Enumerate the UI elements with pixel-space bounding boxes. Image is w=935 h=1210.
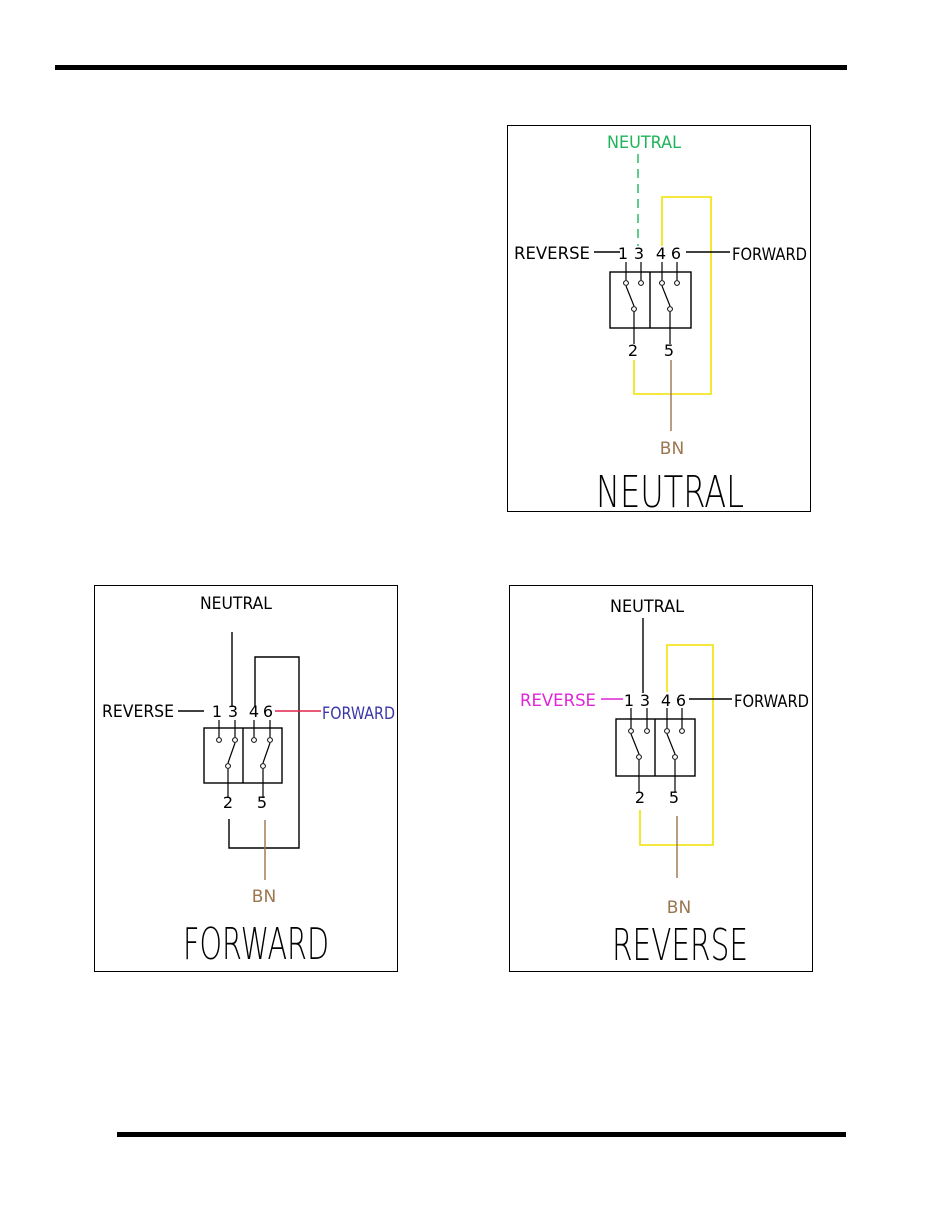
- terminal-2-label: 2: [635, 788, 645, 807]
- forward-label: FORWARD: [322, 704, 395, 724]
- terminal-2-label: 2: [628, 341, 638, 360]
- reverse-label: REVERSE: [520, 691, 596, 711]
- bn-label: BN: [667, 898, 691, 918]
- terminal-1-label: 1: [618, 244, 628, 263]
- neutral-left-blade: [625, 285, 635, 307]
- reverse-panel: NEUTRAL REVERSE FORWARD 1 3 4 6 2 5 BN R…: [509, 585, 813, 972]
- forward-label: FORWARD: [734, 692, 809, 712]
- panel-title: REVERSE: [612, 920, 748, 971]
- terminal-5-label: 5: [669, 788, 679, 807]
- panel-title: FORWARD: [183, 919, 329, 970]
- terminal-3-label: 3: [634, 244, 644, 263]
- forward-panel: NEUTRAL REVERSE FORWARD 1 3 4 6 2 5 BN F…: [94, 585, 398, 972]
- forward-right-blade: [262, 742, 271, 764]
- yellow-wire-top: [666, 644, 714, 846]
- terminal-3-label: 3: [228, 702, 238, 721]
- terminal-4-label: 4: [661, 691, 671, 710]
- terminal-3-label: 3: [640, 691, 650, 710]
- bn-label: BN: [660, 439, 684, 459]
- neutral-top-label: NEUTRAL: [610, 597, 684, 617]
- terminal-6-label: 6: [671, 244, 681, 263]
- reverse-left-blade: [630, 733, 640, 755]
- terminal-1-label: 1: [212, 702, 222, 721]
- panel-title: NEUTRAL: [596, 467, 744, 513]
- bottom-rule: [117, 1132, 846, 1137]
- forward-left-blade: [227, 742, 236, 764]
- neutral-switch-diagram: NEUTRAL REVERSE FORWARD 1 3 4 6 2 5 BN N…: [514, 133, 807, 513]
- yellow-wire-bottom: [639, 810, 677, 846]
- loop-wire: [228, 656, 300, 849]
- reverse-switch-diagram: NEUTRAL REVERSE FORWARD 1 3 4 6 2 5 BN R…: [520, 597, 809, 971]
- yellow-wire-top: [661, 196, 712, 395]
- neutral-right-blade: [661, 285, 671, 307]
- neutral-top-label: NEUTRAL: [200, 594, 272, 614]
- neutral-panel: NEUTRAL REVERSE FORWARD 1 3 4 6 2 5 BN N…: [507, 125, 811, 513]
- reverse-label: REVERSE: [514, 244, 590, 264]
- terminal-4-label: 4: [249, 702, 259, 721]
- reverse-label: REVERSE: [102, 702, 174, 722]
- terminal-1-label: 1: [624, 691, 634, 710]
- forward-label: FORWARD: [732, 245, 807, 265]
- terminal-2-label: 2: [223, 793, 233, 812]
- yellow-wire-bottom: [633, 360, 675, 395]
- neutral-top-label: NEUTRAL: [607, 133, 681, 153]
- forward-switch-diagram: NEUTRAL REVERSE FORWARD 1 3 4 6 2 5 BN F…: [102, 594, 395, 970]
- terminal-6-label: 6: [263, 702, 273, 721]
- terminal-5-label: 5: [257, 793, 267, 812]
- terminal-6-label: 6: [676, 691, 686, 710]
- terminal-4-label: 4: [656, 244, 666, 263]
- reverse-right-blade: [666, 733, 676, 755]
- bn-label: BN: [252, 887, 276, 907]
- terminal-5-label: 5: [664, 341, 674, 360]
- top-rule: [55, 65, 847, 70]
